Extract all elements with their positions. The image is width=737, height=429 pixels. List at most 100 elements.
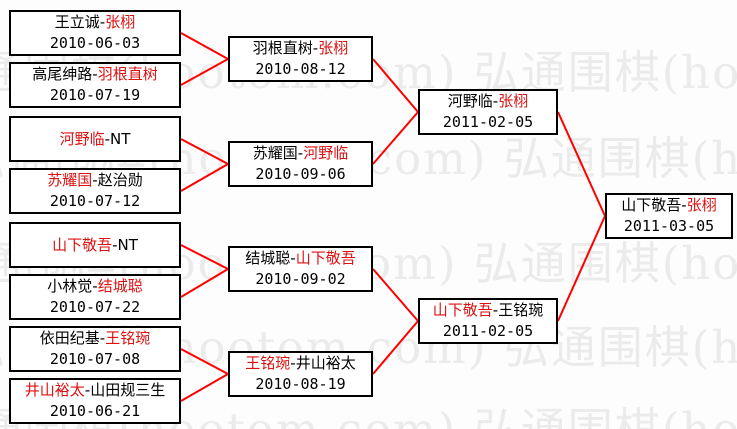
connector-line xyxy=(372,111,419,165)
match-date: 2010-07-08 xyxy=(49,350,141,368)
match-players: 苏耀国-河野临 xyxy=(253,143,348,164)
player-name: 井山裕太 xyxy=(24,381,85,399)
match-date: 2011-02-05 xyxy=(442,113,534,131)
player-name: 高尾绅路 xyxy=(32,65,93,83)
vs-dash: - xyxy=(290,354,296,372)
player-name: 王立诚 xyxy=(54,13,100,31)
match-date: 2010-07-19 xyxy=(49,86,141,104)
player-name: 王铭琬 xyxy=(105,329,151,347)
connector-line xyxy=(180,348,229,375)
match-date: 2010-08-12 xyxy=(255,60,346,78)
player-name: 山下敬吾 xyxy=(52,235,113,254)
player-name: 张栩 xyxy=(686,196,717,214)
player-name: 王铭琬 xyxy=(245,354,291,372)
player-name: 山田规三生 xyxy=(90,381,166,399)
match-date: 2010-07-22 xyxy=(49,298,141,316)
player-name: 山下敬吾 xyxy=(432,301,493,319)
player-name: 羽根直树 xyxy=(252,39,313,57)
player-name: NT xyxy=(110,129,131,148)
match-players: 结城聪-山下敬吾 xyxy=(245,248,355,269)
vs-dash: - xyxy=(112,235,118,254)
match-players: 河野临-张栩 xyxy=(448,91,528,112)
vs-dash: - xyxy=(492,301,499,319)
player-name: NT xyxy=(117,235,138,254)
connector-line xyxy=(372,320,419,375)
player-name: 王铭琬 xyxy=(498,301,544,319)
match-date: 2010-09-06 xyxy=(255,165,346,183)
match-box-round-1-3: 河野临-NT xyxy=(9,116,181,162)
match-players: 山下敬吾-张栩 xyxy=(621,195,716,216)
connector-line xyxy=(180,58,229,86)
player-name: 结城聪 xyxy=(97,277,143,295)
match-players: 山下敬吾-NT xyxy=(52,235,138,256)
match-players: 井山裕太-山田规三生 xyxy=(25,380,165,401)
match-players: 羽根直树-张栩 xyxy=(253,38,348,59)
match-date: 2011-03-05 xyxy=(623,217,715,235)
player-name: 羽根直树 xyxy=(97,65,158,83)
vs-dash: - xyxy=(99,13,106,31)
connector-line xyxy=(180,32,229,60)
player-name: 井山裕太 xyxy=(295,354,356,372)
player-name: 张栩 xyxy=(105,13,136,31)
vs-dash: - xyxy=(492,92,499,110)
connector-line xyxy=(180,373,229,402)
player-name: 山下敬吾 xyxy=(295,249,356,267)
match-date: 2010-09-02 xyxy=(255,270,346,288)
player-name: 苏耀国 xyxy=(47,171,93,189)
connector-line xyxy=(180,244,229,270)
vs-dash: - xyxy=(312,39,319,57)
player-name: 赵治勋 xyxy=(97,171,143,189)
match-players: 山下敬吾-王铭琬 xyxy=(433,300,543,321)
connector-line xyxy=(372,268,419,322)
connector-line xyxy=(180,163,229,192)
connector-line xyxy=(180,138,229,165)
match-players: 王立诚-张栩 xyxy=(55,12,135,33)
match-date: 2010-06-03 xyxy=(49,34,141,52)
vs-dash: - xyxy=(681,196,687,214)
match-box-round-1-5: 山下敬吾-NT xyxy=(9,222,181,268)
vs-dash: - xyxy=(297,144,304,162)
player-name: 河野临 xyxy=(447,92,493,110)
match-date: 2010-07-12 xyxy=(49,192,141,210)
match-players: 依田纪基-王铭琬 xyxy=(40,328,150,349)
player-name: 山下敬吾 xyxy=(621,196,682,214)
player-name: 结城聪 xyxy=(245,249,291,267)
player-name: 河野临 xyxy=(303,144,349,162)
match-players: 河野临-NT xyxy=(60,129,131,150)
match-date: 2011-02-05 xyxy=(442,322,534,340)
player-name: 河野临 xyxy=(59,129,105,148)
connector-line xyxy=(557,215,606,322)
match-players: 高尾绅路-羽根直树 xyxy=(32,64,157,85)
match-date: 2010-06-21 xyxy=(49,402,141,420)
vs-dash: - xyxy=(92,277,98,295)
player-name: 苏耀国 xyxy=(252,144,298,162)
vs-dash: - xyxy=(99,329,106,347)
vs-dash: - xyxy=(92,65,98,83)
connector-line xyxy=(180,268,229,298)
player-name: 张栩 xyxy=(498,92,529,110)
match-players: 王铭琬-井山裕太 xyxy=(245,353,355,374)
match-date: 2010-08-19 xyxy=(255,375,346,393)
player-name: 依田纪基 xyxy=(39,329,100,347)
player-name: 小林觉 xyxy=(47,277,93,295)
match-players: 苏耀国-赵治勋 xyxy=(47,170,142,191)
player-name: 张栩 xyxy=(318,39,349,57)
match-players: 小林觉-结城聪 xyxy=(47,276,142,297)
connector-line xyxy=(557,111,606,217)
connector-line xyxy=(372,58,419,113)
